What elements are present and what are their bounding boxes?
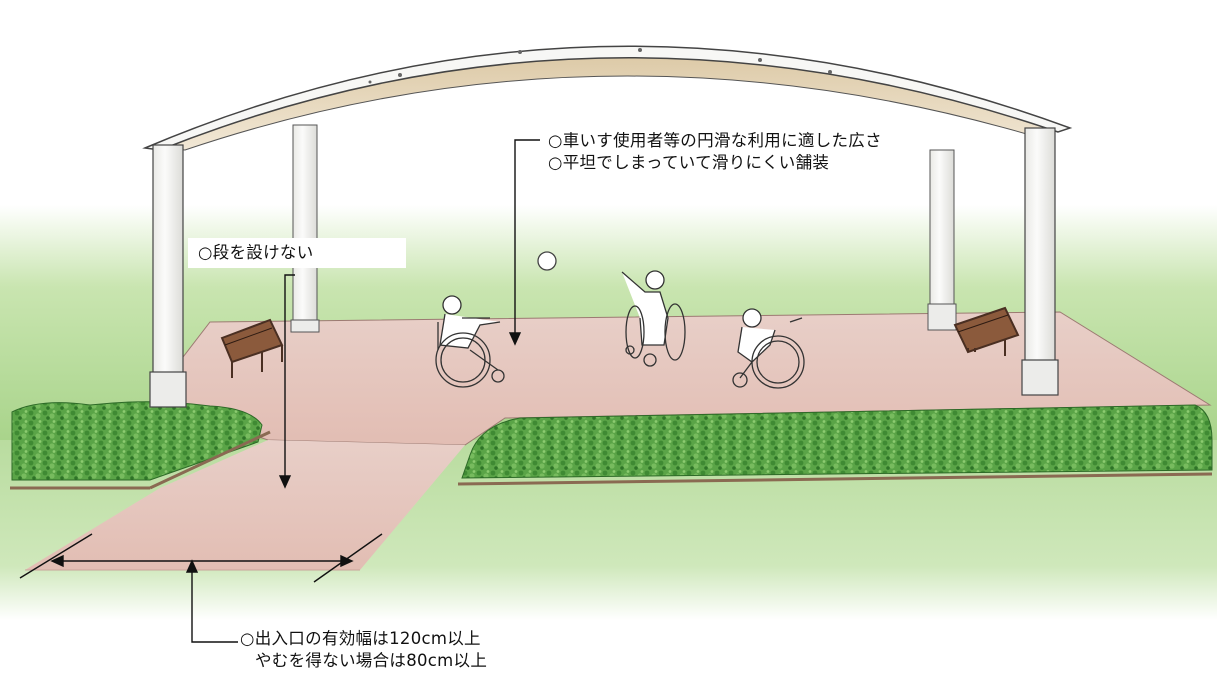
annotation-line-step: [278, 274, 295, 489]
annotation-line-space: [508, 139, 540, 346]
annotation-no-steps: ○段を設けない: [188, 238, 406, 268]
pillar-back-right: [929, 149, 955, 309]
dimension-line-entrance-width: [19, 533, 383, 583]
pavement-path: [25, 440, 465, 570]
hedge-right: [461, 404, 1213, 479]
pillar-front-right: [1024, 127, 1056, 364]
annotation-entrance-width: ○出入口の有効幅は120cm以上 やむを得ない場合は80cm以上: [240, 628, 487, 672]
bench-left: [220, 318, 284, 378]
roof-top: [142, 45, 1073, 151]
wheelchair-user-center: [621, 270, 686, 367]
annotation-no-steps-text: ○段を設けない: [198, 243, 314, 262]
wheelchair-user-right: [732, 308, 805, 389]
bench-right: [953, 306, 1020, 356]
annotation-space-and-pavement: ○車いす使用者等の円滑な利用に適した広さ ○平坦でしまっていて滑りにくい舗装: [540, 128, 900, 176]
annotation-line-entrance: [185, 559, 238, 643]
pillar-back-left: [292, 124, 318, 326]
annotation-entrance-line1: ○出入口の有効幅は120cm以上: [240, 629, 481, 648]
wheelchair-user-left: [435, 295, 505, 388]
annotation-pavement-line2: ○平坦でしまっていて滑りにくい舗装: [548, 153, 830, 172]
pillar-front-left: [152, 144, 184, 376]
annotation-entrance-line2: やむを得ない場合は80cm以上: [255, 651, 488, 670]
annotation-space-line1: ○車いす使用者等の円滑な利用に適した広さ: [548, 131, 882, 150]
ball: [537, 251, 557, 271]
